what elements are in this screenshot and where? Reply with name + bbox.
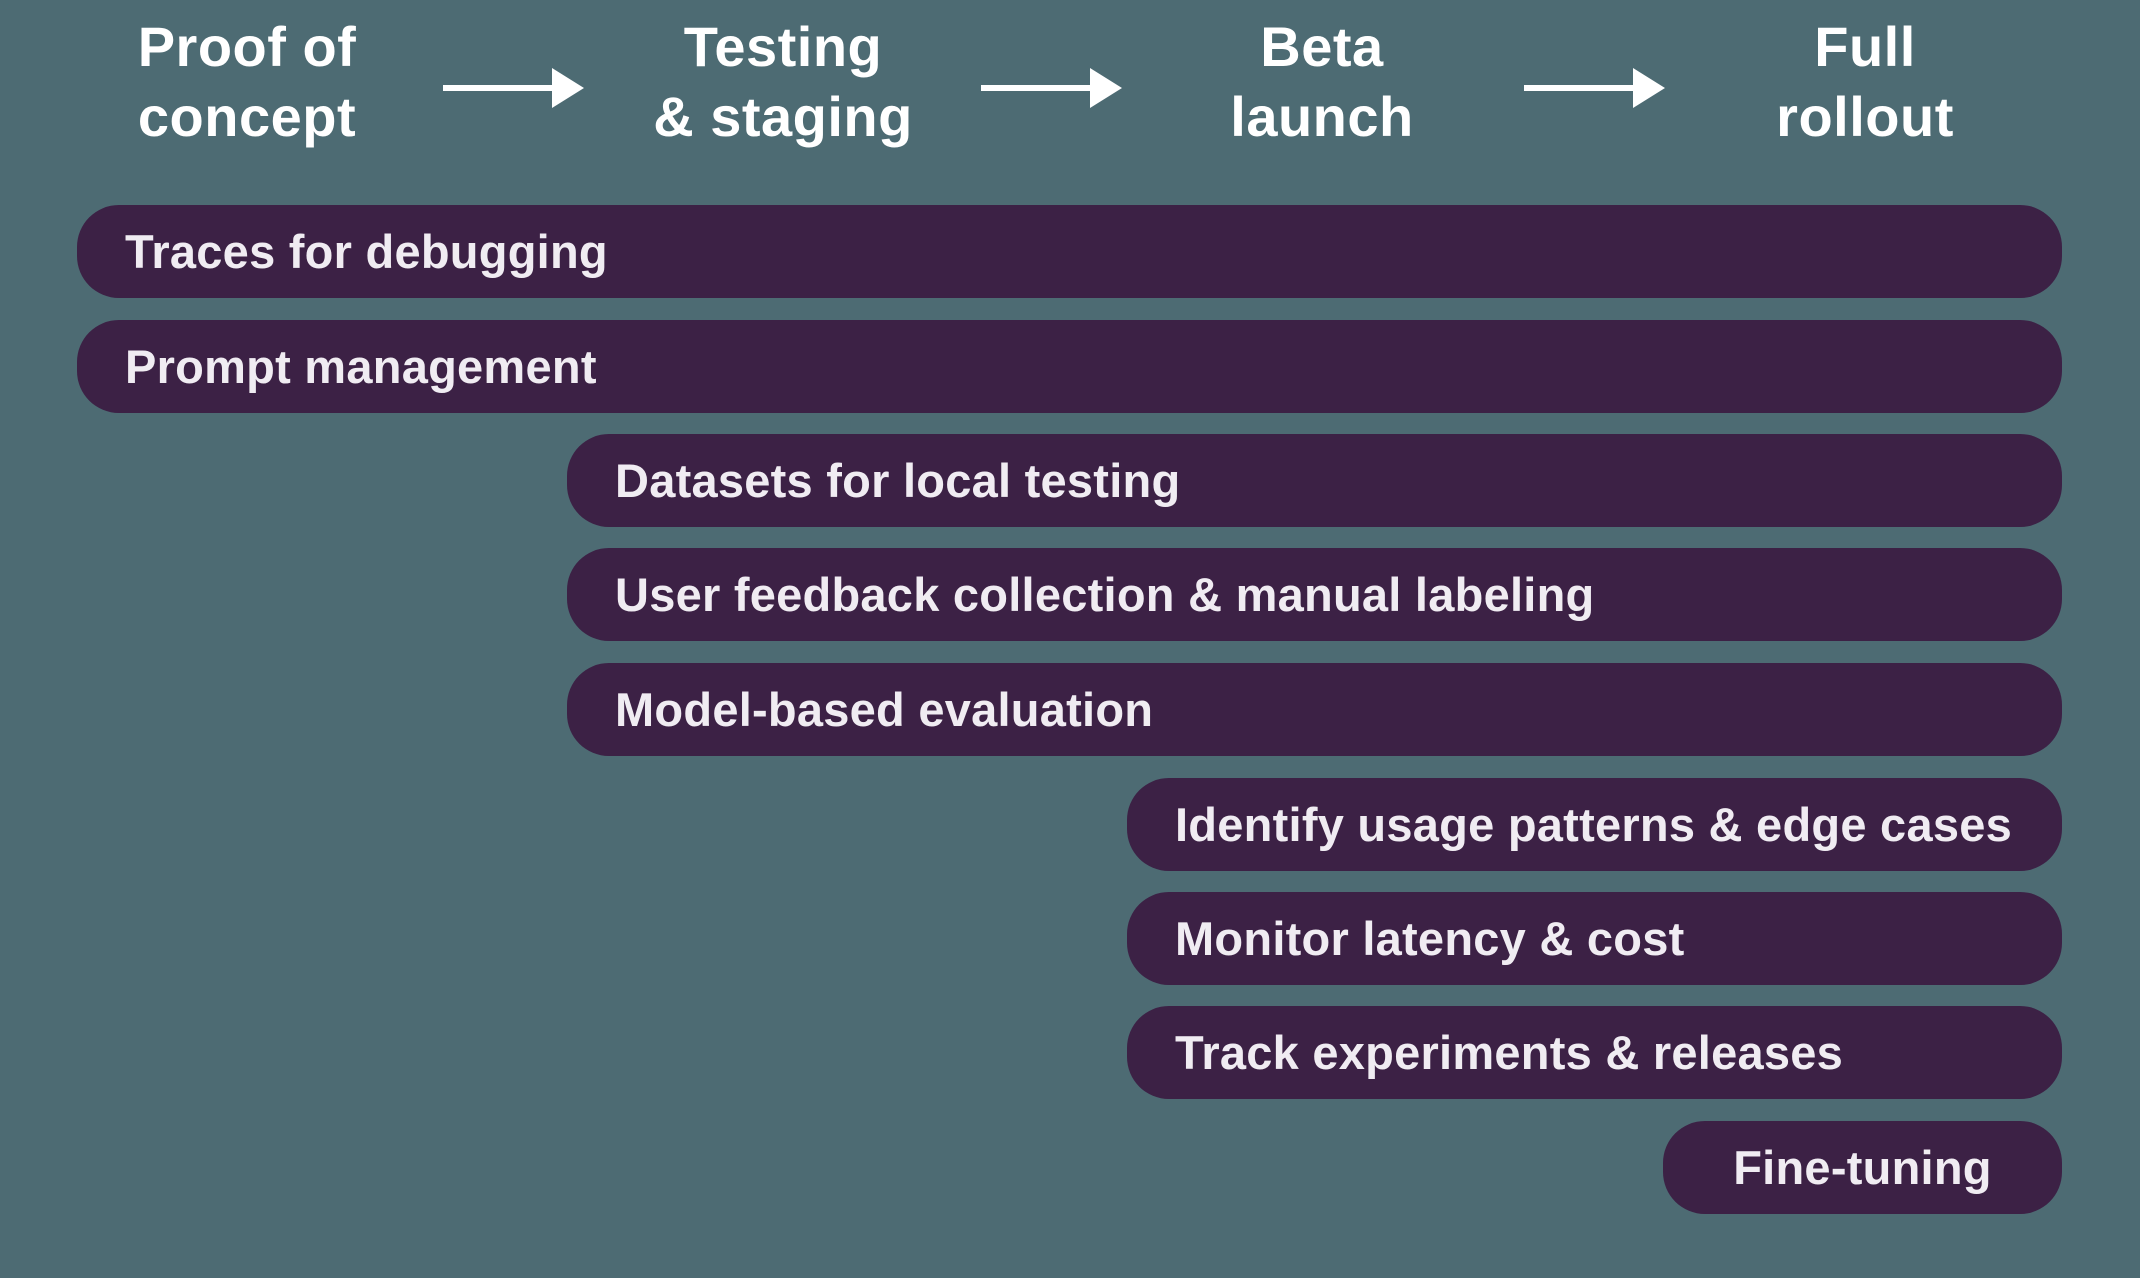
bar-track-experiments-releases: Track experiments & releases (1127, 1006, 2062, 1099)
bar-label: Fine-tuning (1733, 1141, 1992, 1194)
bar-label: Datasets for local testing (615, 454, 1181, 507)
bar-monitor-latency-cost: Monitor latency & cost (1127, 892, 2062, 985)
arrow-right-icon (1524, 68, 1665, 108)
bar-label: Identify usage patterns & edge cases (1175, 798, 2013, 851)
arrow-right-icon (443, 68, 584, 108)
arrow-right-icon (981, 68, 1122, 108)
bar-prompt-management: Prompt management (77, 320, 2062, 413)
bar-label: Model-based evaluation (615, 683, 1154, 736)
stage-header-beta-launch: Beta launch (1230, 15, 1414, 148)
stage-header-full-rollout: Full rollout (1776, 15, 1954, 148)
bar-datasets-for-local-testing: Datasets for local testing (567, 434, 2062, 527)
bar-fine-tuning: Fine-tuning (1663, 1121, 2062, 1214)
stage-header-proof-of-concept: Proof of concept (137, 15, 357, 148)
bar-label: User feedback collection & manual labeli… (615, 568, 1595, 621)
bar-label: Prompt management (125, 340, 597, 393)
stage-header-testing-staging: Testing & staging (653, 15, 913, 148)
bar-model-based-evaluation: Model-based evaluation (567, 663, 2062, 756)
bar-label: Traces for debugging (125, 225, 608, 278)
bar-label: Track experiments & releases (1175, 1026, 1844, 1079)
bar-label: Monitor latency & cost (1175, 912, 1685, 965)
bar-user-feedback-collection: User feedback collection & manual labeli… (567, 548, 2062, 641)
bar-identify-usage-patterns: Identify usage patterns & edge cases (1127, 778, 2062, 871)
bar-traces-for-debugging: Traces for debugging (77, 205, 2062, 298)
